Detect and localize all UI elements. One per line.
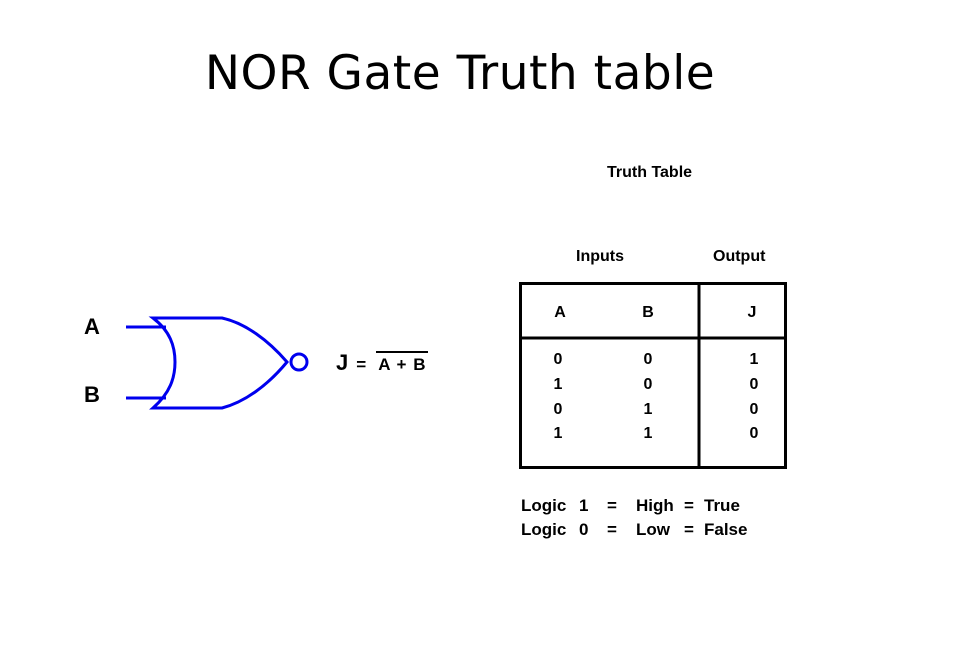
- cell-a: 0: [553, 351, 563, 368]
- nor-gate-body: [148, 316, 289, 410]
- cell-j: 0: [749, 401, 759, 418]
- legend-level: Low: [636, 520, 670, 539]
- cell-j: 1: [749, 351, 759, 368]
- equation-expression-overlined: A + B: [376, 351, 429, 375]
- output-equation: J = A + B: [336, 350, 429, 376]
- cell-b: 0: [643, 376, 653, 393]
- equation-equals: =: [356, 355, 367, 374]
- legend-logic-label: Logic: [521, 496, 567, 515]
- cell-a: 1: [553, 425, 563, 442]
- legend-row-high: Logic 1 = High = True: [521, 494, 781, 518]
- legend-meaning: True: [704, 496, 740, 515]
- column-header-b: B: [642, 304, 654, 321]
- cell-a: 0: [553, 401, 563, 418]
- gate-input-b-label: B: [84, 382, 100, 407]
- gate-input-a-label: A: [84, 314, 100, 339]
- legend-value: 0: [579, 520, 589, 539]
- truth-table-title: Truth Table: [607, 164, 693, 181]
- cell-j: 0: [749, 376, 759, 393]
- column-header-a: A: [554, 304, 566, 321]
- cell-b: 1: [643, 401, 653, 418]
- legend-value: 1: [579, 496, 589, 515]
- legend-equals: =: [684, 520, 694, 539]
- truth-table-grid: [519, 282, 787, 469]
- legend-row-low: Logic 0 = Low = False: [521, 518, 781, 542]
- truth-table: A B J 0 0 1 1 0 0 0 1 0 1 1 0: [519, 282, 787, 469]
- legend-equals: =: [607, 496, 617, 515]
- legend-logic-label: Logic: [521, 520, 567, 539]
- table-border: [519, 282, 787, 469]
- cell-j: 0: [749, 425, 759, 442]
- cell-b: 0: [643, 351, 653, 368]
- legend-meaning: False: [704, 520, 748, 539]
- legend-equals: =: [684, 496, 694, 515]
- column-header-j: J: [747, 304, 757, 321]
- cell-b: 1: [643, 425, 653, 442]
- legend-level: High: [636, 496, 674, 515]
- slide-title: NOR Gate Truth table: [204, 46, 716, 101]
- inputs-header: Inputs: [576, 248, 624, 265]
- cell-a: 1: [553, 376, 563, 393]
- legend-equals: =: [607, 520, 617, 539]
- output-header: Output: [713, 248, 766, 265]
- equation-output-label: J: [336, 350, 349, 375]
- nor-inversion-bubble: [289, 352, 309, 372]
- logic-legend: Logic 1 = High = True Logic 0 = Low = Fa…: [521, 494, 781, 542]
